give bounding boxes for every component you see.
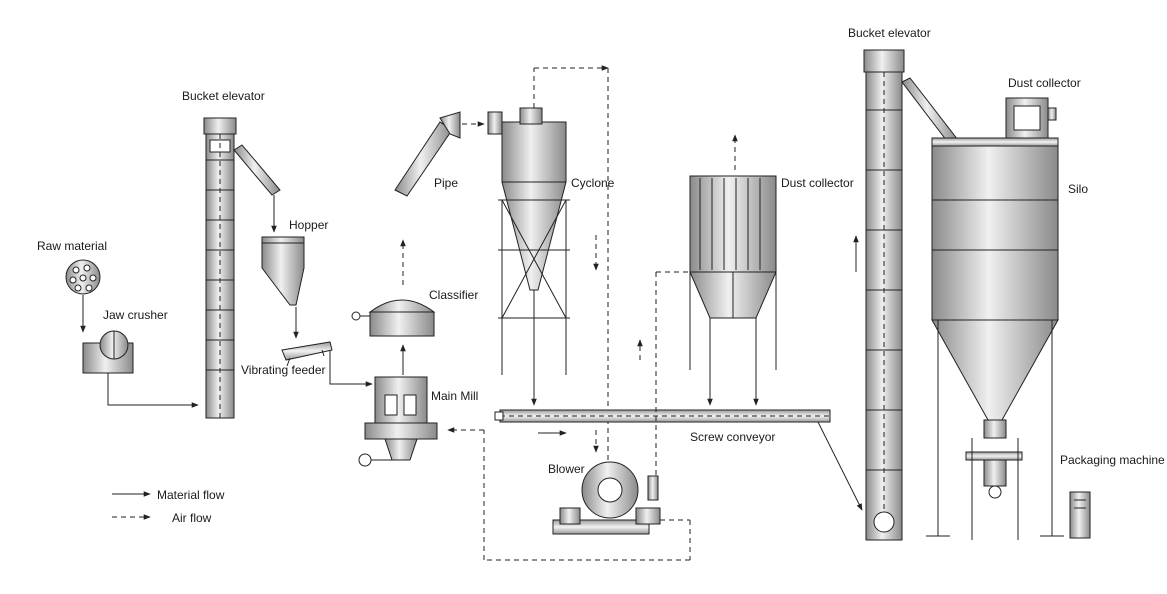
label-screw-conveyor: Screw conveyor [690,430,775,444]
label-dust-collector-1: Dust collector [781,176,854,190]
label-dust-collector-2: Dust collector [1008,76,1081,90]
vibrating-feeder [281,341,333,367]
legend-material-flow: Material flow [157,488,225,502]
screw-conveyor [494,409,831,423]
cyclone [487,107,570,375]
label-classifier: Classifier [429,288,478,302]
silo [926,137,1064,537]
jaw-crusher [82,330,134,374]
label-blower: Blower [548,462,585,476]
packaging-machine [965,419,1091,540]
classifier [351,299,436,337]
hopper [261,236,305,306]
label-raw-material: Raw material [37,239,107,253]
label-vibrating-feeder: Vibrating feeder [241,363,326,377]
label-main-mill: Main Mill [431,389,478,403]
legend: Material flow Air flow [112,488,225,525]
label-packaging-machine: Packaging machine [1060,453,1165,467]
pipe [394,111,461,197]
dust-collector-1 [689,175,777,370]
bucket-elevator-2 [863,49,959,541]
label-pipe: Pipe [434,176,458,190]
legend-air-flow: Air flow [172,511,212,525]
main-mill [358,376,438,467]
label-bucket-elevator-1: Bucket elevator [182,89,265,103]
blower [552,461,661,535]
bucket-elevator-1 [203,117,281,419]
label-cyclone: Cyclone [571,176,615,190]
label-jaw-crusher: Jaw crusher [103,308,168,322]
raw-material [65,259,101,295]
label-silo: Silo [1068,182,1088,196]
label-bucket-elevator-2: Bucket elevator [848,26,931,40]
dust-collector-2 [1005,97,1057,139]
label-hopper: Hopper [289,218,328,232]
